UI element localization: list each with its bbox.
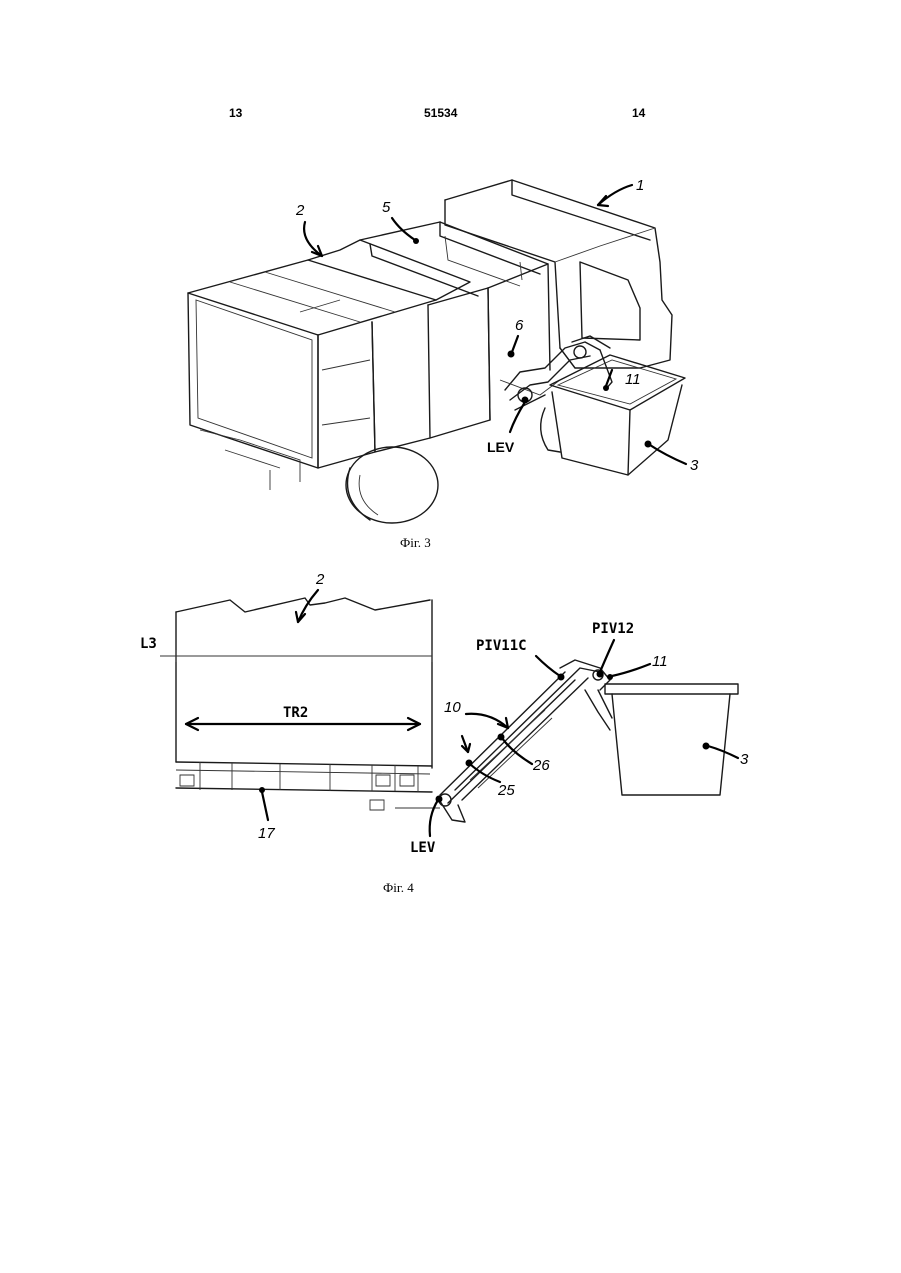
fig4-label-17: 17 <box>258 825 275 842</box>
fig4-label-tr2: TR2 <box>283 705 308 721</box>
fig4-label-l3: L3 <box>140 636 157 652</box>
figure-4-caption: Фіг. 4 <box>383 880 414 896</box>
fig4-label-3: 3 <box>740 751 749 768</box>
fig4-label-11: 11 <box>652 653 668 670</box>
body-side-view <box>160 598 440 810</box>
container-side-view <box>605 684 738 795</box>
fig4-label-10: 10 <box>444 699 461 716</box>
fig4-label-lev: LEV <box>410 840 436 856</box>
fig4-label-piv12: PIV12 <box>592 621 634 637</box>
figure-4-drawing: 2 L3 TR2 PIV11C PIV12 11 10 26 25 3 17 L… <box>0 0 901 900</box>
fig4-label-25: 25 <box>497 782 515 799</box>
fig4-label-2: 2 <box>315 571 325 588</box>
figure-4-labels: 2 L3 TR2 PIV11C PIV12 11 10 26 25 3 17 L… <box>140 571 749 856</box>
fig4-label-piv11c: PIV11C <box>476 638 527 654</box>
fig4-label-26: 26 <box>532 757 550 774</box>
